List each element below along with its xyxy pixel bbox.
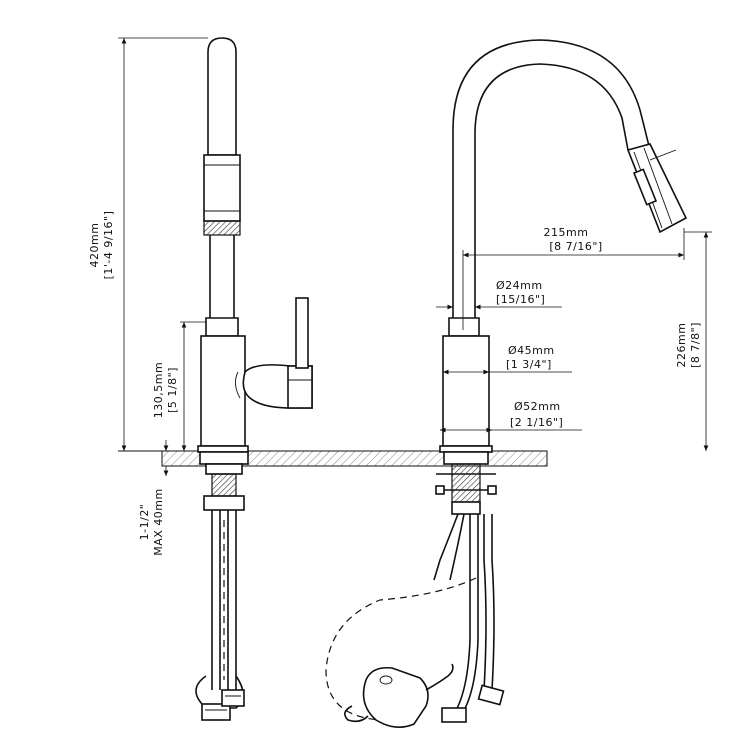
dim-spout-height-imperial: [8 7/8"]	[689, 322, 702, 368]
dim-spout-reach-metric: 215mm	[544, 226, 589, 239]
dim-height-total-metric: 420mm	[88, 223, 101, 268]
dim-deck-thickness: 1-1/2" MAX 40mm	[138, 440, 169, 556]
dim-height-total: 420mm [1'-4 9/16"]	[88, 37, 208, 451]
faucet-front-view	[325, 39, 688, 728]
dim-base-diameter-metric: Ø52mm	[514, 400, 561, 413]
dim-height-total-imperial: [1'-4 9/16"]	[102, 211, 115, 280]
dim-spout-reach-imperial: [8 7/16"]	[549, 240, 602, 253]
dim-spout-reach: 215mm [8 7/16"]	[462, 226, 685, 330]
dim-body-diameter-metric: Ø45mm	[508, 344, 555, 357]
dim-neck-diameter-metric: Ø24mm	[496, 279, 543, 292]
dim-body-diameter: Ø45mm [1 3/4"]	[443, 344, 572, 375]
dim-spout-height-metric: 226mm	[675, 323, 688, 368]
dim-handle-height-imperial: [5 1/8"]	[166, 367, 179, 413]
dim-handle-height-metric: 130,5mm	[152, 362, 165, 418]
dim-neck-diameter: Ø24mm [15/16"]	[436, 279, 562, 310]
dim-neck-diameter-imperial: [15/16"]	[496, 293, 545, 306]
dim-base-diameter: Ø52mm [2 1/16"]	[440, 400, 582, 433]
faucet-side-view	[195, 37, 313, 721]
dim-body-diameter-imperial: [1 3/4"]	[506, 358, 552, 371]
dim-base-diameter-imperial: [2 1/16"]	[510, 416, 563, 429]
dim-handle-height: 130,5mm [5 1/8"]	[152, 321, 206, 451]
dim-deck-thickness-metric: MAX 40mm	[152, 488, 165, 555]
dim-deck-thickness-imperial: 1-1/2"	[138, 504, 151, 541]
dim-spout-height: 226mm [8 7/8"]	[675, 231, 712, 451]
